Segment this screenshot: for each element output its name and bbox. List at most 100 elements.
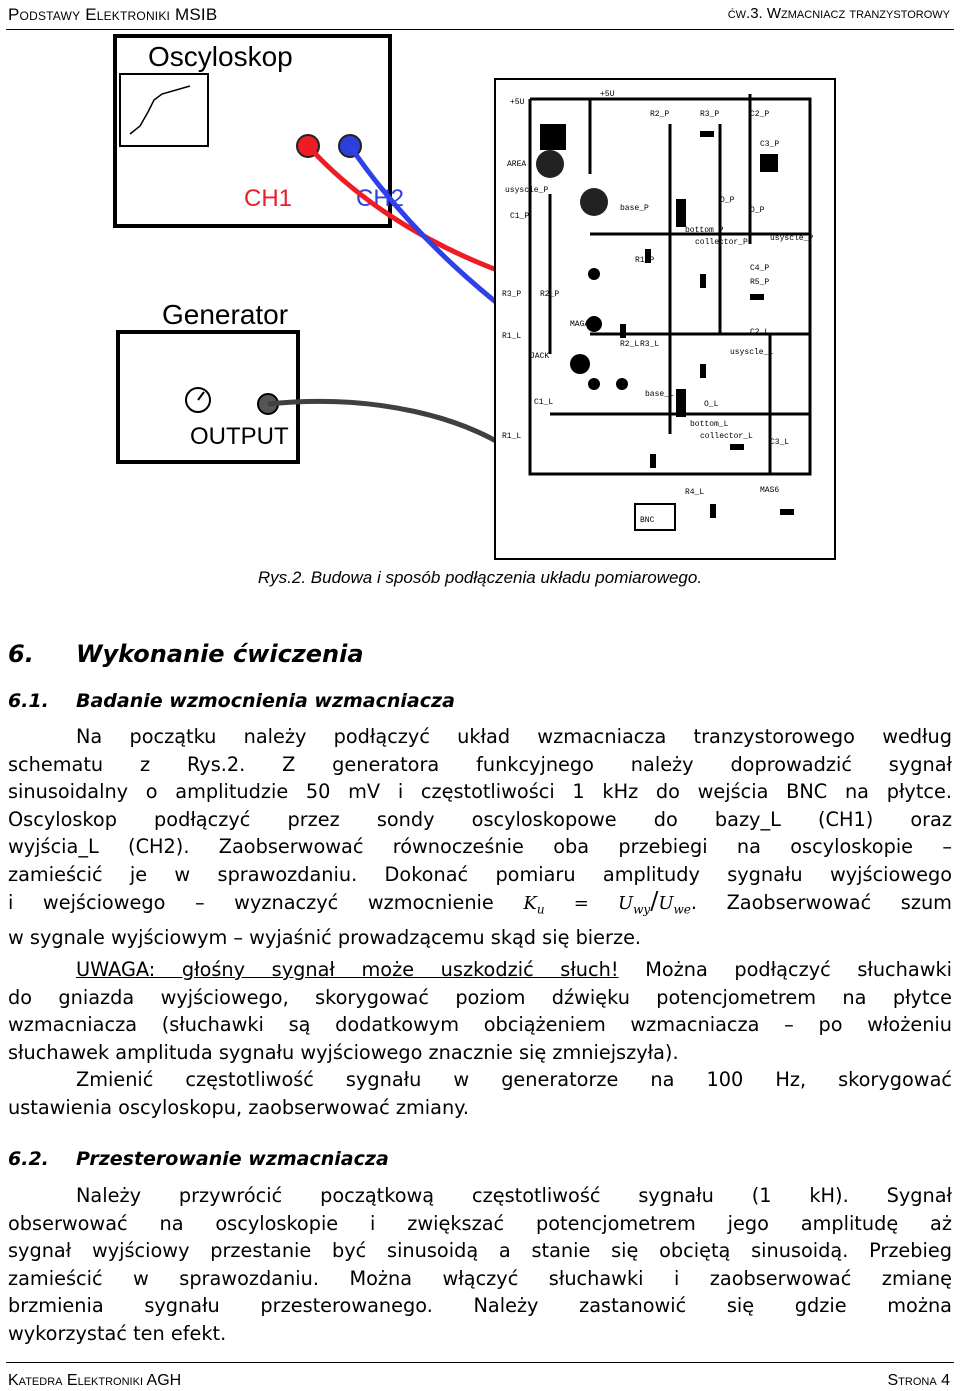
svg-text:R2_L: R2_L [620,340,639,349]
svg-text:MAS6: MAS6 [760,486,779,495]
circuit-board: +5U +5U AREA usyscle_P C1_P R2_P R3_P C2… [494,78,836,560]
text-line: wykorzystać ten efekt. [8,1321,227,1345]
section-heading-6-2: 6.2. Przesterowanie wzmacniacza [8,1148,389,1170]
transistor-p-icon [676,199,686,227]
svg-text:JACK: JACK [530,352,549,361]
output-label: OUTPUT [190,423,289,450]
svg-text:R3_P: R3_P [700,110,719,119]
header-rule [6,29,954,30]
svg-text:base_P: base_P [620,204,649,213]
svg-text:R4_L: R4_L [685,488,704,497]
svg-text:R2_P: R2_P [540,290,559,299]
svg-text:R1_P: R1_P [635,256,654,265]
svg-text:C4_P: C4_P [750,264,769,273]
section-heading-6: 6. Wykonanie ćwiczenia [8,640,364,668]
text-line: UWAGA: głośny sygnał może uszkodzić słuc… [76,958,952,981]
text-line: wzmacniacza (słuchawki są dodatkowym obc… [8,1013,952,1036]
text-line: ustawienia oscyloskopu, zaobserwować zmi… [8,1095,469,1119]
pad-square-icon [760,154,778,172]
svg-text:usyscle_P: usyscle_P [505,186,548,195]
svg-text:MAGA: MAGA [570,320,589,329]
text-line: do gniazda wyjściowego, skorygować pozio… [8,985,952,1009]
svg-text:O_L: O_L [704,400,719,409]
svg-text:BNC: BNC [640,516,655,525]
svg-text:C1_P: C1_P [510,212,529,221]
header-exercise-title: ćw.3. Wzmacniacz tranzystorowy [727,5,950,22]
svg-text:bottom_P: bottom_P [685,226,724,235]
footer-department: Katedra Elektroniki AGH [8,1372,182,1389]
svg-text:R5_P: R5_P [750,278,769,287]
section-title: Przesterowanie wzmacniacza [76,1148,389,1170]
section-number: 6.1. [8,690,49,712]
svg-text:usyscle_P: usyscle_P [770,234,813,243]
section-title: Badanie wzmocnienia wzmacniacza [76,690,455,712]
oscilloscope-screen-icon [119,73,209,147]
text-line: Na początku należy podłączyć układ wzmac… [76,725,952,748]
paragraph-frequency: Zmienić częstotliwość sygnału w generato… [8,1066,952,1121]
svg-text:bottom_L: bottom_L [690,420,729,429]
svg-text:C1_L: C1_L [534,398,553,407]
paragraph-measurement: Na początku należy podłączyć układ wzmac… [8,723,952,952]
svg-text:base_L: base_L [645,390,674,399]
svg-text:C2_P: C2_P [750,110,769,119]
text-line: obserwować na oscyloskopie i zwiększać p… [8,1211,952,1235]
bnc-icon [634,503,676,531]
generator-title: Generator [162,299,288,330]
electrolytic-cap-icon [536,150,564,178]
svg-text:+5U: +5U [510,98,525,107]
svg-text:collector_L: collector_L [700,432,753,441]
oscilloscope-title: Oscyloskop [148,41,293,72]
generator: Generator OUTPUT [116,299,300,464]
section-number: 6. [8,640,34,668]
measurement-setup-figure: Oscyloskop CH1 CH2 Generator OUTPUT [110,34,850,566]
paragraph-overdrive: Należy przywrócić początkową częstotliwo… [8,1182,952,1347]
svg-text:R1_L: R1_L [502,332,521,341]
text-line: Oscyloskop podłączyć przez sondy oscylos… [8,807,952,831]
regulator-icon [540,124,566,150]
ch1-label: CH1 [244,185,292,212]
text-line: zamieścić w sprawozdaniu. Można włączyć … [8,1266,952,1290]
text-line: słuchawek amplituda sygnału wyjściowego … [8,1040,679,1064]
warning-text: UWAGA: głośny sygnał może uszkodzić słuc… [76,958,619,981]
text-line: schematu z Rys.2. Z generatora funkcyjne… [8,752,952,776]
footer-rule [6,1362,954,1363]
text-line: brzmienia sygnału przesterowanego. Należ… [8,1294,952,1317]
svg-text:AREA: AREA [507,160,526,169]
text-line: w sygnale wyjściowym – wyjaśnić prowadzą… [8,926,642,949]
text-line: zamieścić je w sprawozdaniu. Dokonać pom… [8,862,952,886]
pad-icon-3 [588,378,600,390]
gain-formula: Ku = Uwy/Uwe [523,887,691,917]
footer-page-number: Strona 4 [887,1372,950,1389]
text-line: sinusoidalny o amplitudzie 50 mV i częst… [8,780,952,803]
svg-text:+5U: +5U [600,90,615,99]
svg-text:C2_L: C2_L [750,328,769,337]
text-line: Należy przywrócić początkową częstotliwo… [76,1184,952,1207]
svg-text:collector_P: collector_P [695,238,748,247]
svg-text:O_P: O_P [720,196,735,205]
board-silkscreen: +5U +5U AREA usyscle_P C1_P R2_P R3_P C2… [502,90,813,525]
section-heading-6-1: 6.1. Badanie wzmocnienia wzmacniacza [8,690,455,712]
text-line: sygnał wyjściowy przestanie być sinusoid… [8,1239,952,1262]
section-number: 6.2. [8,1148,49,1170]
text-line: i wejściowego – wyznaczyć wzmocnienie Ku… [8,887,952,917]
svg-text:R1_L: R1_L [502,432,521,441]
jack-icon [570,354,590,374]
svg-text:R3_L: R3_L [640,340,659,349]
generator-dial-icon [185,387,211,413]
page-footer: Katedra Elektroniki AGH Strona 4 [0,1362,960,1391]
svg-text:R3_P: R3_P [502,290,521,299]
section-title: Wykonanie ćwiczenia [76,640,364,668]
svg-text:O_P: O_P [750,206,765,215]
page-header: Podstawy Elektroniki MSIB ćw.3. Wzmacnia… [0,0,960,30]
svg-text:C3_L: C3_L [770,438,789,447]
paragraph-warning: UWAGA: głośny sygnał może uszkodzić słuc… [8,956,952,1066]
setup-diagram: Oscyloskop CH1 CH2 Generator OUTPUT [113,34,836,560]
pad-icon-2 [586,316,602,332]
svg-text:C3_P: C3_P [760,140,779,149]
pad-icon-4 [616,378,628,390]
text-line: wyjścia_L (CH2). Zaobserwować równocześn… [8,835,952,858]
header-course-title: Podstawy Elektroniki MSIB [8,5,218,24]
figure-caption: Rys.2. Budowa i sposób podłączenia układ… [257,568,703,587]
svg-text:R2_P: R2_P [650,110,669,119]
svg-text:usyscle_L: usyscle_L [730,348,773,357]
